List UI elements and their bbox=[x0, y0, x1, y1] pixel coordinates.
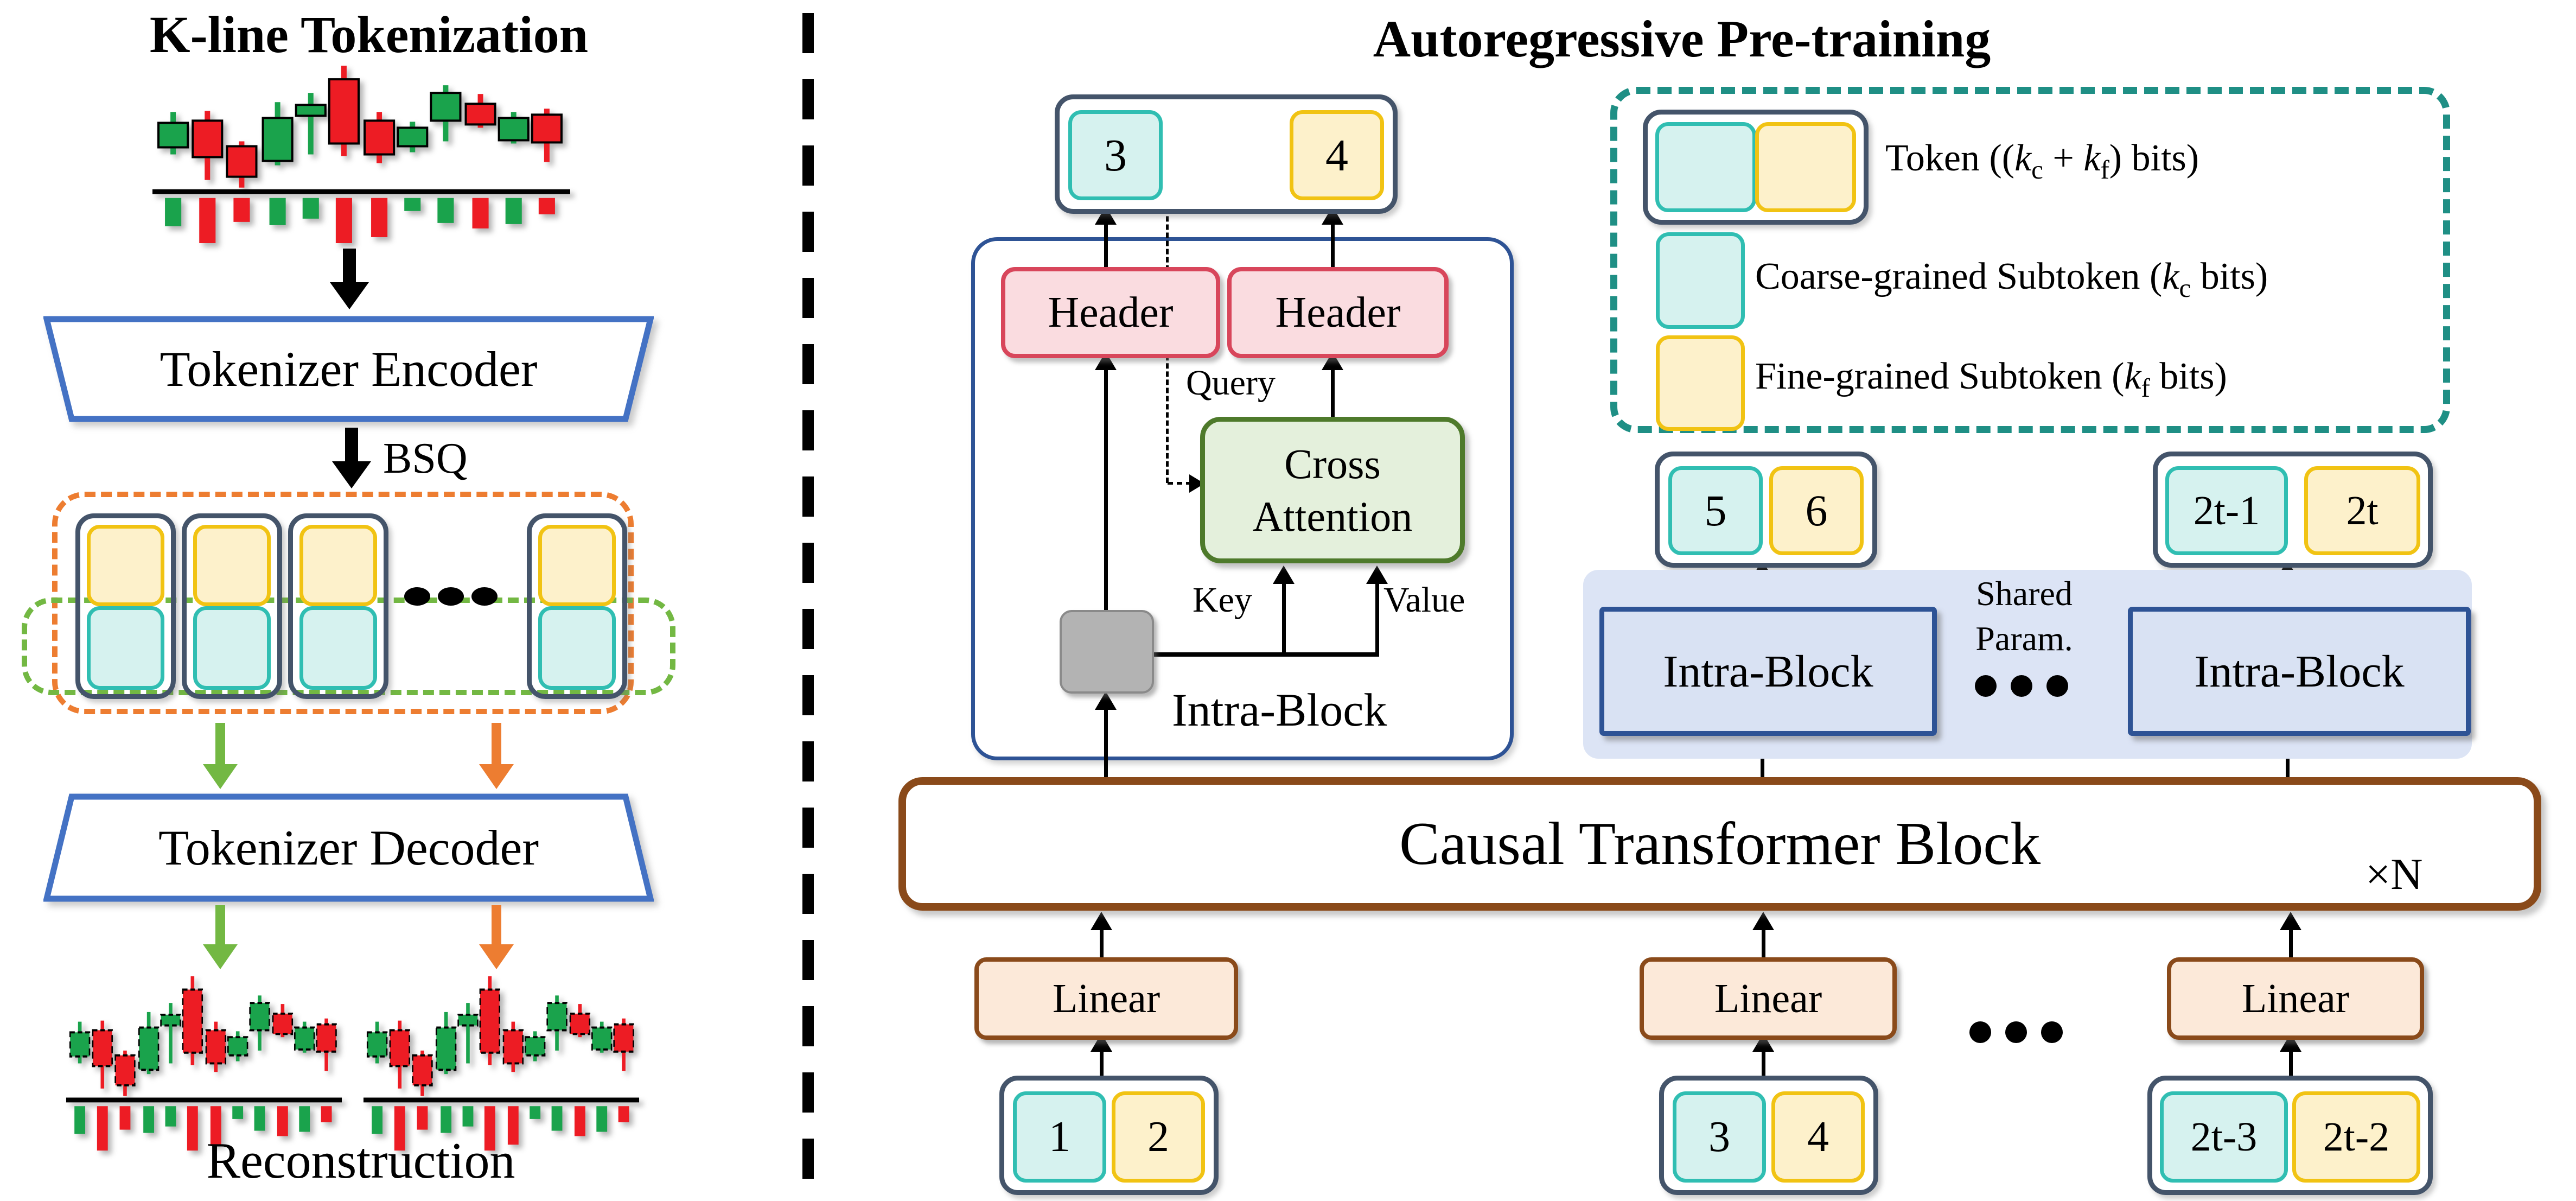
value-arrow-up-icon bbox=[1366, 565, 1388, 656]
input-token-pair: 2t-3 2t-2 bbox=[2147, 1076, 2433, 1195]
arrow-up-icon bbox=[1095, 206, 1117, 267]
fine-subtoken-square bbox=[193, 525, 271, 606]
value-label: Value bbox=[1383, 580, 1465, 620]
query-dashed-line bbox=[1168, 482, 1191, 485]
arrow-up-icon bbox=[1091, 912, 1112, 958]
linear-box: Linear bbox=[1640, 957, 1897, 1040]
hidden-state-box bbox=[1060, 610, 1154, 694]
tokenizer-encoder-label: Tokenizer Encoder bbox=[160, 341, 538, 397]
output-token-pair: 2t-1 2t bbox=[2153, 452, 2433, 568]
ellipsis-icon bbox=[1969, 1021, 2077, 1043]
orange-arrow-down-icon bbox=[479, 723, 514, 789]
tokenizer-encoder-shape: Tokenizer Encoder bbox=[42, 316, 655, 422]
legend-box bbox=[1610, 87, 2450, 433]
green-arrow-down-icon bbox=[203, 905, 238, 969]
fine-subtoken-square: 2 bbox=[1112, 1091, 1205, 1183]
arrow-up-icon bbox=[1752, 1033, 1774, 1077]
arrow-up-icon bbox=[1322, 206, 1343, 267]
query-label: Query bbox=[1186, 363, 1276, 403]
green-arrow-down-icon bbox=[203, 723, 238, 789]
input-token-pair: 3 4 bbox=[1659, 1076, 1878, 1195]
causal-transformer-block: Causal Transformer Block ×N bbox=[898, 777, 2541, 911]
output-token-pair: 3 4 bbox=[1055, 94, 1398, 214]
key-label: Key bbox=[1193, 580, 1252, 620]
coarse-subtoken-square: 3 bbox=[1673, 1091, 1766, 1183]
output-token-pair: 5 6 bbox=[1655, 452, 1877, 568]
header-box: Header bbox=[1001, 267, 1220, 358]
bsq-arrow-down-icon bbox=[332, 428, 371, 488]
fine-subtoken-square: 4 bbox=[1771, 1091, 1865, 1183]
coarse-subtoken-square: 5 bbox=[1668, 466, 1763, 555]
arrow-up-icon bbox=[1322, 352, 1343, 417]
coarse-subtoken-square bbox=[538, 606, 616, 690]
fine-subtoken-square: 4 bbox=[1290, 110, 1384, 200]
kline-reconstruction-chart-2 bbox=[361, 971, 641, 1155]
intra-block-box: Intra-Block bbox=[2128, 607, 2471, 736]
legend-fine-label: Fine-grained Subtoken (kf bits) bbox=[1755, 355, 2227, 403]
fine-subtoken-square bbox=[1755, 122, 1856, 212]
legend-fine-subtoken-icon bbox=[1656, 335, 1745, 431]
key-arrow-up-icon bbox=[1273, 565, 1295, 656]
arrow-up-icon bbox=[1752, 912, 1774, 958]
arrow-up-icon bbox=[1095, 691, 1117, 777]
coarse-subtoken-square bbox=[299, 606, 377, 690]
intra-block-detail-label: Intra-Block bbox=[1172, 684, 1387, 736]
token-pair bbox=[182, 513, 282, 699]
right-panel-title: Autoregressive Pre-training bbox=[1373, 10, 1991, 68]
panel-divider bbox=[802, 13, 814, 1190]
fine-subtoken-square bbox=[538, 525, 616, 606]
causal-transformer-label: Causal Transformer Block bbox=[1399, 810, 2041, 878]
linear-box: Linear bbox=[2167, 957, 2424, 1040]
ellipsis-icon bbox=[1975, 675, 2082, 697]
legend-coarse-label: Coarse-grained Subtoken (kc bits) bbox=[1755, 256, 2268, 303]
token-pair bbox=[75, 513, 176, 699]
token-pair bbox=[288, 513, 388, 699]
coarse-subtoken-square: 1 bbox=[1013, 1091, 1106, 1183]
legend-token-label: Token ((kc + kf) bits) bbox=[1885, 137, 2199, 185]
header-box: Header bbox=[1227, 267, 1449, 358]
kline-source-chart bbox=[149, 61, 573, 249]
token-pair bbox=[527, 513, 627, 699]
coarse-subtoken-square bbox=[1655, 122, 1756, 212]
fine-subtoken-square bbox=[299, 525, 377, 606]
fine-subtoken-square bbox=[87, 525, 164, 606]
token-group-frame-orange bbox=[52, 492, 634, 714]
coarse-subtoken-square bbox=[193, 606, 271, 690]
cross-attention-box: Cross Attention bbox=[1200, 417, 1465, 563]
linear-box: Linear bbox=[974, 957, 1238, 1040]
kline-reconstruction-chart-1 bbox=[64, 971, 344, 1155]
legend-token-pair-icon bbox=[1643, 110, 1869, 225]
left-panel-title: K-line Tokenization bbox=[149, 5, 589, 63]
arrow-up-icon bbox=[1095, 352, 1117, 611]
arrow-down-icon bbox=[330, 249, 369, 309]
bsq-label: BSQ bbox=[383, 435, 468, 482]
intra-block-box: Intra-Block bbox=[1599, 607, 1937, 736]
tokenizer-decoder-shape: Tokenizer Decoder bbox=[42, 793, 655, 902]
key-value-connector-line bbox=[1149, 652, 1379, 657]
coarse-subtoken-square bbox=[87, 606, 164, 690]
shared-param-label: Shared Param. bbox=[1975, 574, 2073, 658]
input-token-pair: 1 2 bbox=[999, 1076, 1219, 1195]
legend-coarse-subtoken-icon bbox=[1656, 232, 1745, 329]
arrow-up-icon bbox=[2280, 1033, 2301, 1077]
arrow-up-icon bbox=[1091, 1033, 1112, 1077]
fine-subtoken-square: 2t-2 bbox=[2292, 1091, 2420, 1183]
coarse-subtoken-square: 2t-1 bbox=[2165, 466, 2288, 555]
orange-arrow-down-icon bbox=[479, 905, 514, 969]
arrow-up-icon bbox=[2280, 912, 2301, 958]
ellipsis-icon bbox=[404, 587, 505, 606]
reconstruction-label: Reconstruction bbox=[206, 1133, 515, 1189]
fine-subtoken-square: 2t bbox=[2304, 466, 2420, 555]
tokenizer-decoder-label: Tokenizer Decoder bbox=[158, 820, 539, 875]
coarse-subtoken-square: 3 bbox=[1068, 110, 1163, 200]
xn-label: ×N bbox=[2365, 849, 2423, 899]
coarse-subtoken-square: 2t-3 bbox=[2160, 1091, 2288, 1183]
fine-subtoken-square: 6 bbox=[1769, 466, 1864, 555]
